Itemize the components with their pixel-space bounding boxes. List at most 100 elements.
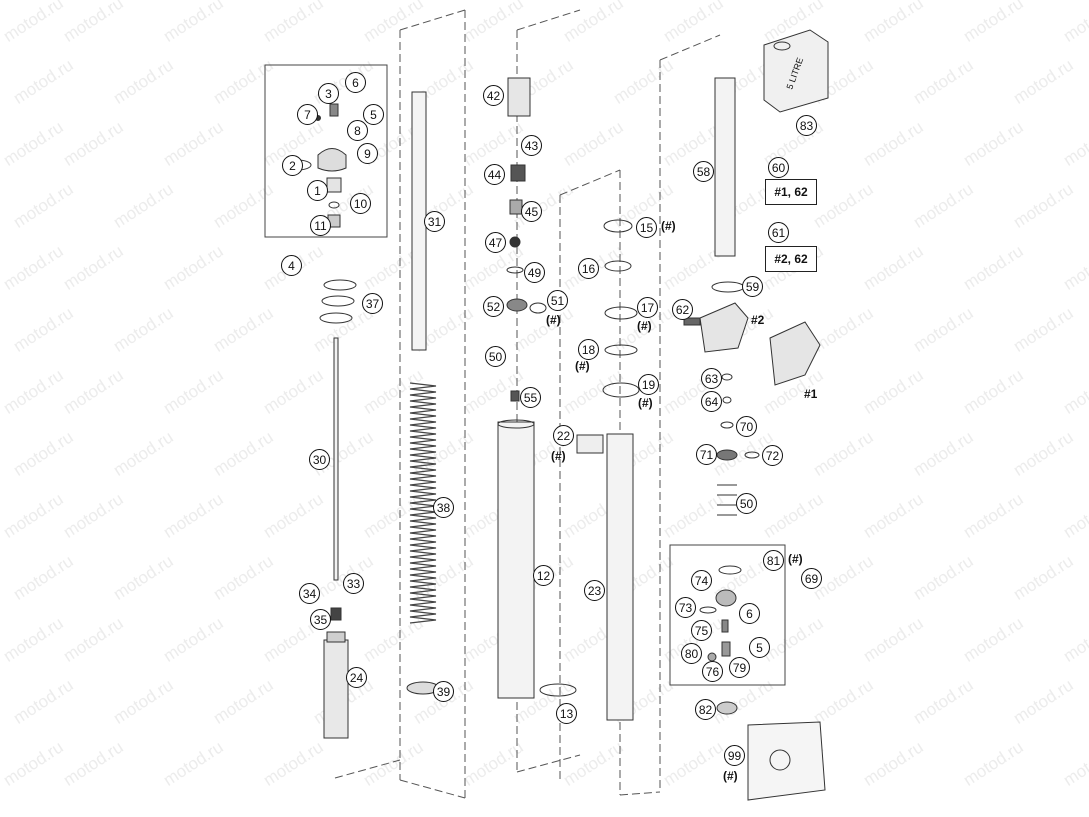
tube-58 [714,77,736,257]
cylinder-42 [507,77,531,117]
piston-52 [506,298,528,312]
callout-11: 11 [310,215,331,236]
note-n99: (#) [723,769,738,783]
callout-62: 62 [672,299,693,320]
nut-63 [721,373,733,381]
guide-line-2 [334,759,401,779]
callout-63: 63 [701,368,722,389]
callout-1: 1 [307,180,328,201]
note-n19: (#) [638,396,653,410]
outer-tube-12-top [497,419,535,429]
axle-clamp-2 [699,302,749,353]
ball-47 [509,236,521,248]
o-ring-73 [699,606,717,614]
shim-49 [506,266,524,274]
callout-30: 30 [309,449,330,470]
callout-60: 60 [768,157,789,178]
callout-22: 22 [553,425,574,446]
valve-body-74 [715,589,737,607]
callout-81: 81 [763,550,784,571]
repair-kit-99 [747,721,826,801]
bushing-22 [576,434,604,454]
guide-line-14 [619,791,661,796]
callout-3: 3 [318,83,339,104]
callout-34: 34 [299,583,320,604]
guide-line-13 [659,34,721,61]
callout-75: 75 [691,620,712,641]
guide-line-3 [399,9,466,31]
callout-37: 37 [362,293,383,314]
shim-70 [720,421,734,429]
cap-body-9 [317,148,347,172]
nut-55 [510,390,520,402]
callout-55: 55 [520,387,541,408]
note-n81: (#) [788,552,803,566]
callout-58: 58 [693,161,714,182]
callout-5: 5 [749,637,770,658]
bushing-19 [602,382,640,398]
callout-69: 69 [801,568,822,589]
note-m2: #2 [751,313,765,327]
refbox-r61: #2, 62 [765,246,817,272]
callout-50: 50 [485,346,506,367]
axle-clamp-1 [769,321,821,386]
callout-15: 15 [636,217,657,238]
ring-18 [604,344,638,356]
washer-10 [328,201,340,209]
oil-can-cap [773,41,791,51]
callout-38: 38 [433,497,454,518]
bushing-1 [326,177,342,193]
callout-17: 17 [637,297,658,318]
outer-tube-12 [497,421,535,699]
callout-80: 80 [681,643,702,664]
spring-44 [510,164,526,182]
callout-74: 74 [691,570,712,591]
needle-75 [721,619,729,633]
callout-24: 24 [346,667,367,688]
o-ring-59 [711,281,745,293]
note-n22: (#) [551,449,566,463]
callout-2: 2 [282,155,303,176]
screw-80 [721,641,731,657]
cartridge-24 [323,639,349,739]
callout-5: 5 [363,104,384,125]
washer-37b [321,295,355,307]
guide-line-8 [516,754,581,773]
callout-33: 33 [343,573,364,594]
note-m1: #1 [804,387,818,401]
callout-64: 64 [701,391,722,412]
refbox-r60: #1, 62 [765,179,817,205]
piston-71 [716,449,738,461]
callout-7: 7 [297,104,318,125]
callout-8: 8 [347,120,368,141]
callout-47: 47 [485,232,506,253]
ball-76 [707,652,717,662]
callout-51: 51 [547,290,568,311]
callout-39: 39 [433,681,454,702]
inner-tube-23 [606,433,634,721]
callout-31: 31 [424,211,445,232]
spring-35 [330,607,342,621]
callout-59: 59 [742,276,763,297]
ring-51 [529,302,547,314]
cartridge-cap [326,631,346,643]
callout-61: 61 [768,222,789,243]
callout-43: 43 [521,135,542,156]
note-n51: (#) [546,313,561,327]
washer-37c [319,312,353,324]
callout-35: 35 [310,609,331,630]
callout-18: 18 [578,339,599,360]
dust-seal-15 [603,219,633,233]
callout-16: 16 [578,258,599,279]
callout-23: 23 [584,580,605,601]
o-ring-13 [539,683,577,697]
clip-16 [604,260,632,272]
screw-62 [683,317,701,326]
callout-76: 76 [702,661,723,682]
callout-79: 79 [729,657,750,678]
callout-6: 6 [739,603,760,624]
callout-44: 44 [484,164,505,185]
callout-82: 82 [695,699,716,720]
kit-box-4 [264,64,388,238]
